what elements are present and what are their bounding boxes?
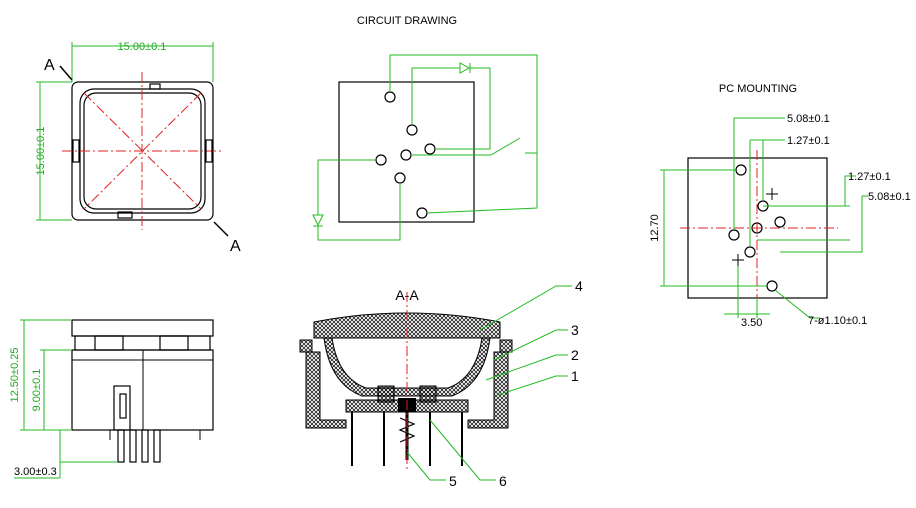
circuit-pin [400, 149, 412, 161]
circuit-pin [416, 207, 428, 219]
dim-127-top: 1.27±0.1 [787, 135, 830, 147]
side-view: 12.50±0.25 9.00±0.1 3.00±0.3 [9, 319, 214, 479]
side-pin-length: 3.00±0.3 [14, 466, 57, 478]
side-cap [71, 319, 214, 337]
circuit-drawing: CIRCUIT DRAWING [312, 15, 538, 241]
circuit-pin [406, 124, 418, 136]
dim-508-top: 5.08±0.1 [787, 113, 830, 125]
side-total-height: 12.50±0.25 [9, 348, 21, 403]
mounting-hole [774, 216, 786, 228]
circuit-pin [375, 154, 387, 166]
top-width-dim: 15.00±0.1 [118, 41, 167, 53]
circuit-title: CIRCUIT DRAWING [357, 15, 457, 27]
callout-6: 6 [499, 473, 507, 489]
circuit-pin [384, 91, 396, 103]
mounting-hole [728, 229, 740, 241]
diode-led-icon [459, 62, 471, 74]
callout-3: 3 [571, 322, 579, 338]
spring-icon [398, 417, 416, 443]
section-mark-top: A [44, 57, 55, 74]
section-view: A-A 4 3 2 1 5 6 [299, 278, 583, 489]
switch-icon [411, 137, 521, 156]
circuit-pin [394, 172, 406, 184]
dim-127-right: 1.27±0.1 [848, 171, 891, 183]
callout-2: 2 [571, 347, 579, 363]
callout-5: 5 [449, 473, 457, 489]
mounting-hole [744, 246, 756, 258]
side-body-height: 9.00±0.1 [31, 369, 43, 412]
section-cap [313, 312, 501, 339]
diode-icon [312, 214, 324, 227]
dim-1270: 12.70 [649, 214, 661, 242]
dim-350: 3.50 [741, 317, 762, 329]
hole-note: 7-ø1.10±0.1 [808, 315, 867, 327]
mounting-hole [766, 280, 778, 292]
section-mark-bottom: A [230, 238, 241, 255]
circuit-pin [424, 143, 436, 155]
top-height-dim: 15.00±0.1 [35, 127, 47, 176]
section-reflector [323, 337, 491, 397]
callout-4: 4 [575, 278, 583, 294]
circuit-body [338, 81, 475, 223]
callout-1: 1 [571, 368, 579, 384]
pc-mounting: PC MOUNTING 5.08±0.1 1.27±0.1 1.27±0.1 5… [649, 83, 911, 329]
mounting-title: PC MOUNTING [719, 83, 797, 95]
mounting-hole [735, 164, 747, 176]
section-housing-right [467, 351, 509, 429]
top-view: 15.00±0.1 15.00±0.1 A A [35, 41, 241, 255]
section-housing-left [305, 351, 347, 429]
dim-508-right: 5.08±0.1 [868, 191, 911, 203]
